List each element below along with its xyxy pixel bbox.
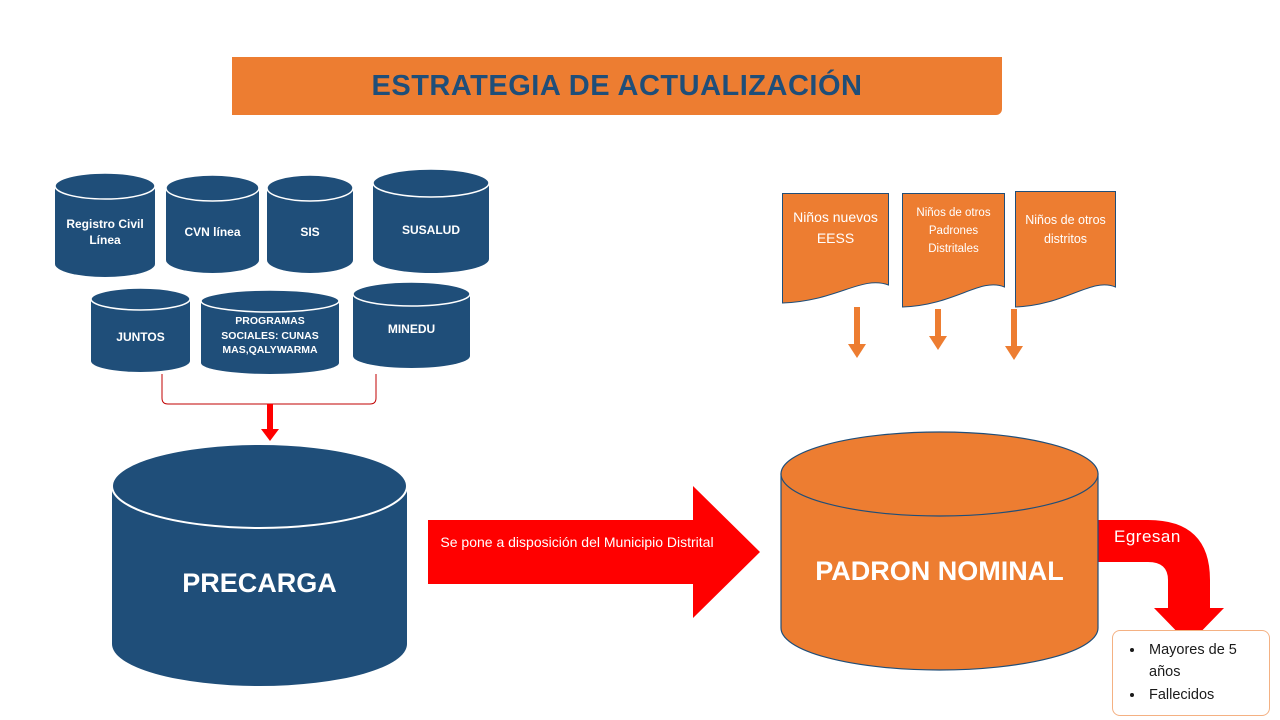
down-arrow-padrones: [929, 309, 947, 350]
down-arrow-precarga: [261, 404, 279, 441]
padron-nominal-label: PADRON NOMINAL: [815, 556, 1064, 586]
ninos-nuevos-label: Niños nuevos EESS: [793, 209, 878, 246]
page-title: ESTRATEGIA DE ACTUALIZACIÓN: [371, 69, 863, 102]
ninos-nuevos-doc: Niños nuevos EESS: [782, 193, 889, 305]
registro-civil-cylinder: Registro Civil Línea: [54, 172, 156, 277]
exit-conditions-list: Mayores de 5 años Fallecidos: [1113, 639, 1269, 706]
sis-cylinder: SIS: [266, 174, 354, 273]
sis-label: SIS: [300, 225, 320, 239]
transfer-text: Se pone a disposición del Municipio Dist…: [440, 534, 714, 550]
cvn-linea-label: CVN línea: [184, 225, 241, 239]
registro-civil-label: Registro Civil Línea: [66, 217, 144, 247]
susalud-cylinder: SUSALUD: [372, 168, 490, 273]
ninos-distritos-label: Niños de otros distritos: [1025, 213, 1106, 247]
programas-sociales-label: PROGRAMAS SOCIALES: CUNAS MAS,QALYWARMA: [221, 315, 319, 357]
down-arrow-nuevos: [848, 307, 866, 358]
susalud-label: SUSALUD: [401, 223, 460, 237]
ninos-distritos-doc: Niños de otros distritos: [1015, 191, 1116, 309]
title-banner: ESTRATEGIA DE ACTUALIZACIÓN: [232, 57, 1002, 115]
programas-sociales-cylinder: PROGRAMAS SOCIALES: CUNAS MAS,QALYWARMA: [200, 289, 340, 374]
ninos-padrones-doc: Niños de otros Padrones Distritales: [902, 193, 1005, 309]
juntos-label: JUNTOS: [116, 330, 165, 344]
precarga-label: PRECARGA: [182, 568, 337, 598]
minedu-cylinder: MINEDU: [352, 281, 471, 368]
cvn-linea-cylinder: CVN línea: [165, 174, 260, 273]
padron-nominal-cylinder: PADRON NOMINAL: [780, 431, 1099, 671]
precarga-cylinder: PRECARGA: [111, 443, 408, 686]
list-item: Fallecidos: [1145, 684, 1269, 706]
egresan-arrow: [1070, 520, 1224, 644]
transfer-arrow: [428, 486, 760, 618]
egresan-label: Egresan: [1114, 527, 1181, 546]
down-arrow-distritos: [1005, 309, 1023, 360]
juntos-cylinder: JUNTOS: [90, 287, 191, 372]
ninos-padrones-label: Niños de otros Padrones Distritales: [916, 207, 991, 255]
list-item: Mayores de 5 años: [1145, 639, 1269, 684]
minedu-label: MINEDU: [387, 322, 436, 336]
exit-conditions-box: Mayores de 5 años Fallecidos: [1112, 630, 1270, 716]
